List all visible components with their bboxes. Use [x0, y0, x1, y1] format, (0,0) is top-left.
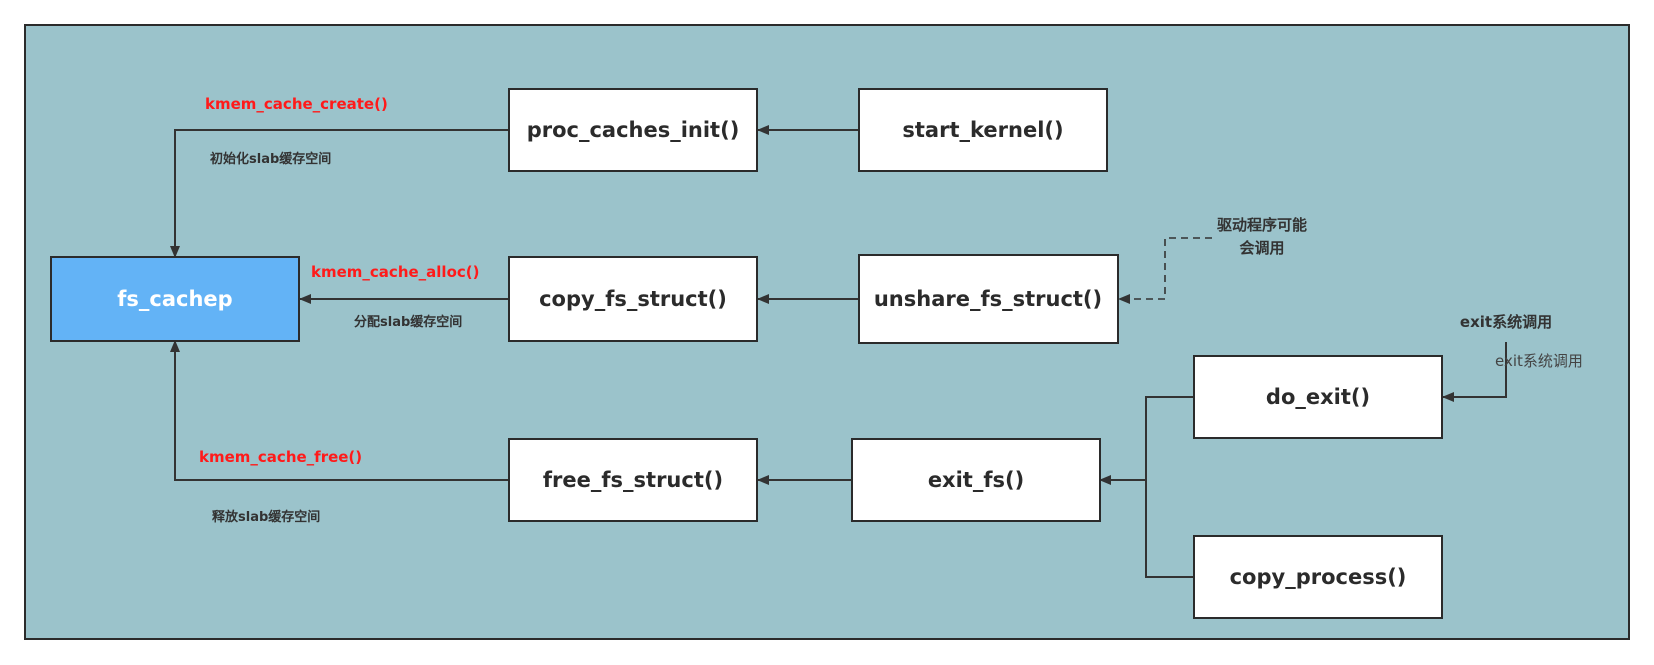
connectors	[170, 125, 1507, 578]
node-start-kernel: start_kernel()	[858, 88, 1108, 172]
node-unshare-fs-struct-label: unshare_fs_struct()	[874, 287, 1102, 311]
node-copy-process: copy_process()	[1193, 535, 1443, 619]
label-kmem-cache-free: kmem_cache_free()	[199, 448, 362, 466]
edge-driver-note-to-unshare	[1118, 237, 1212, 304]
node-start-kernel-box	[858, 88, 1108, 172]
edge-free-fs-struct-to-fs-cachep	[170, 340, 508, 481]
edge-exit-syscall-to-do-exit	[1442, 342, 1507, 402]
node-exit-fs-label: exit_fs()	[928, 468, 1024, 492]
node-unshare-fs-struct-box	[858, 254, 1119, 344]
label-kmem-cache-create: kmem_cache_create()	[205, 95, 388, 113]
node-do-exit-label: do_exit()	[1266, 385, 1370, 409]
node-copy-process-box	[1193, 535, 1443, 619]
label-exit-syscall-bold: exit系统调用	[1460, 313, 1552, 331]
node-fs-cachep-box	[50, 256, 300, 342]
node-proc-caches-init-label: proc_caches_init()	[527, 118, 740, 142]
label-exit-syscall-plain: exit系统调用	[1495, 352, 1583, 370]
node-free-fs-struct-box	[508, 438, 758, 522]
node-unshare-fs-struct: unshare_fs_struct()	[858, 254, 1119, 344]
node-copy-fs-struct: copy_fs_struct()	[508, 256, 758, 342]
label-kmem-cache-alloc: kmem_cache_alloc()	[311, 263, 479, 281]
node-do-exit-box	[1193, 355, 1443, 439]
label-init-slab: 初始化slab缓存空间	[210, 151, 331, 167]
node-start-kernel-label: start_kernel()	[902, 118, 1063, 142]
label-driver-line-2: 会调用	[1239, 239, 1284, 257]
node-exit-fs: exit_fs()	[851, 438, 1101, 522]
node-fs-cachep: fs_cachep	[50, 256, 300, 342]
edge-proc-caches-init-to-fs-cachep	[170, 129, 508, 258]
node-proc-caches-init: proc_caches_init()	[508, 88, 758, 172]
node-free-fs-struct-label: free_fs_struct()	[543, 468, 723, 492]
node-fs-cachep-label: fs_cachep	[117, 287, 232, 311]
node-exit-fs-box	[851, 438, 1101, 522]
label-free-slab: 释放slab缓存空间	[212, 509, 320, 525]
node-copy-fs-struct-label: copy_fs_struct()	[539, 287, 727, 311]
label-driver-line-1: 驱动程序可能	[1217, 216, 1307, 234]
edge-labels: kmem_cache_create() 初始化slab缓存空间 kmem_cac…	[199, 95, 1583, 525]
node-free-fs-struct: free_fs_struct()	[508, 438, 758, 522]
edge-do-exit-branch	[1145, 396, 1193, 578]
node-copy-fs-struct-box	[508, 256, 758, 342]
label-alloc-slab: 分配slab缓存空间	[354, 314, 462, 330]
node-copy-process-label: copy_process()	[1230, 565, 1407, 589]
node-do-exit: do_exit()	[1193, 355, 1443, 439]
node-proc-caches-init-box	[508, 88, 758, 172]
